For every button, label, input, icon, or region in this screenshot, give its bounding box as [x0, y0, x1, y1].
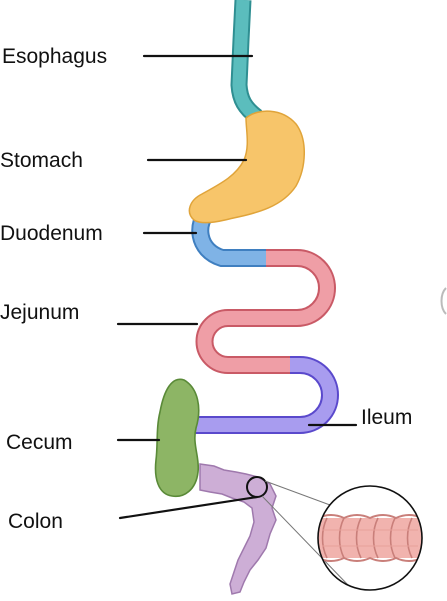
jejunum [205, 258, 328, 365]
colon [200, 464, 276, 594]
stomach [189, 111, 304, 223]
cecum [156, 379, 199, 496]
magnified-colon-wall [318, 515, 422, 561]
label-colon: Colon [8, 510, 63, 533]
label-esophagus: Esophagus [2, 45, 107, 68]
esophagus [239, 0, 257, 117]
edge-bracket [442, 288, 447, 314]
colon-leader [120, 497, 257, 518]
label-duodenum: Duodenum [0, 222, 103, 245]
label-ileum: Ileum [361, 406, 412, 429]
label-jejunum: Jejunum [0, 301, 79, 324]
label-stomach: Stomach [0, 149, 83, 172]
label-cecum: Cecum [6, 431, 73, 454]
